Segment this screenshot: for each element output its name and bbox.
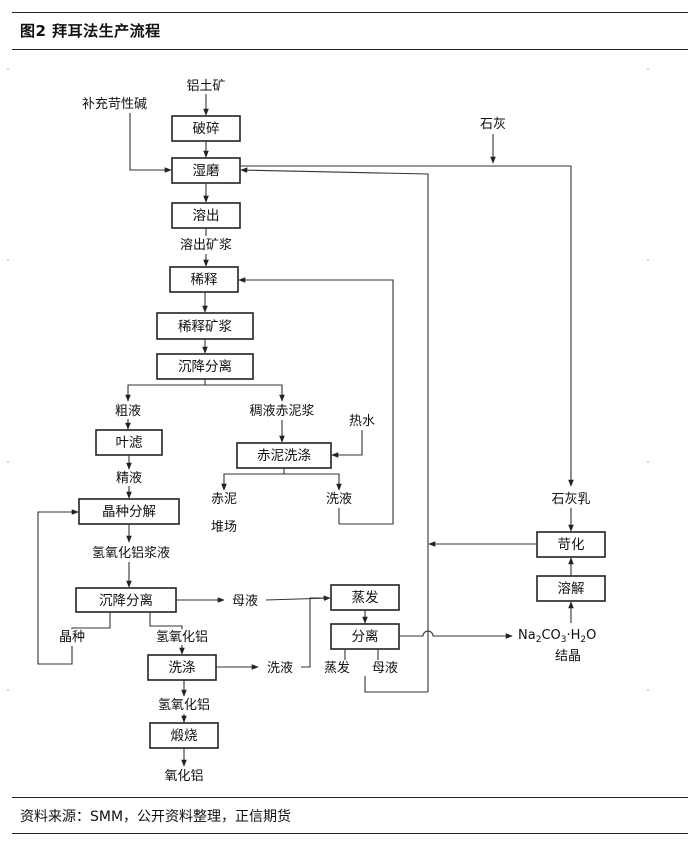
label-chouye-chini: 稠液赤泥浆 [249,404,314,419]
label-qinghua-lvjiangye: 氢氧化铝浆液 [92,546,170,561]
line-to-jingzhong [71,612,111,629]
box-xishi-label: 稀释 [191,272,218,288]
flow-connectors [37,94,574,767]
box-chini-xidi: 赤泥洗涤 [236,442,332,469]
arrow-to-chouye [205,384,285,402]
label-jingye: 精液 [116,471,142,486]
box-xishi-kuangjiang-label: 稀释矿浆 [178,319,232,335]
label-xiye-2: 洗液 [267,661,293,676]
label-buchong: 补充苛性碱 [82,96,147,112]
box-chenjiang-1: 沉降分离 [156,353,254,380]
bottom-rule [12,833,688,834]
box-chenjiang-1-label: 沉降分离 [178,358,232,375]
box-zhengfa-label: 蒸发 [352,590,379,606]
box-rongchu-label: 溶出 [193,208,220,224]
box-shimo: 湿磨 [171,157,241,184]
label-muye-2: 母液 [372,661,398,676]
title-rule [12,49,688,50]
box-chenjiang-2: 沉降分离 [75,587,177,613]
label-rongchu-kuangjiang: 溶出矿浆 [180,238,232,253]
box-fenli-label: 分离 [352,628,379,645]
box-jingzhong-fenjie-label: 晶种分解 [102,504,156,520]
label-shihuiru: 石灰乳 [551,492,590,507]
box-xidi-label: 洗涤 [169,660,196,676]
source-note: 资料来源：SMM，公开资料整理，正信期货 [20,809,292,825]
box-duanshao: 煅烧 [149,722,219,749]
box-rongjie: 溶解 [536,575,606,602]
label-yanghualv: 氧化铝 [164,769,203,784]
scan-dots [7,68,649,691]
label-jingzhong: 晶种 [59,630,85,645]
arrow-seed-recycle [37,509,79,665]
label-lvtukuang: 铝土矿 [186,79,225,94]
arrow-to-cuye [125,379,206,402]
box-rongchu: 溶出 [171,202,241,229]
box-kehua-label: 苛化 [558,537,585,553]
figure-title: 图2 拜耳法生产流程 [20,22,161,40]
flow-labels: 铝土矿 补充苛性碱 石灰 溶出矿浆 粗液 稠液赤泥浆 热水 精液 赤泥 堆场 洗… [59,79,596,784]
arrow-wash-to-xishi [238,277,394,525]
box-xishi: 稀释 [169,266,239,293]
top-rule [12,12,688,13]
box-fenli: 分离 [330,623,400,650]
arrow-caustic-to-shimo [129,113,172,173]
arrow-to-chini [221,468,285,491]
box-chini-xidi-label: 赤泥洗涤 [257,448,311,464]
box-rongjie-label: 溶解 [558,581,585,597]
label-muye-1: 母液 [232,594,258,609]
box-jingzhong-fenjie: 晶种分解 [78,498,180,525]
box-yelv: 叶滤 [95,429,163,456]
arrow-hotwater-in [331,430,363,458]
source-rule [12,797,688,798]
box-yelv-label: 叶滤 [116,435,143,451]
label-reshui: 热水 [349,414,375,429]
label-xiye-1: 洗液 [326,492,352,507]
line-muye-return [364,676,428,693]
label-shihui: 石灰 [480,117,506,132]
label-qinghualv-1: 氢氧化铝 [156,630,208,645]
label-chini: 赤泥 [211,492,237,507]
arrow-fenli-to-na2co3 [399,630,513,639]
arrow-return-to-shimo [240,167,429,692]
label-zhengfa-side: 蒸发 [324,660,350,676]
arrow-to-xiye [284,473,342,491]
box-kehua: 苛化 [536,531,606,558]
box-chenjiang-2-label: 沉降分离 [99,592,153,609]
line-xiye-to-zhengfa [301,597,330,668]
box-xidi: 洗涤 [147,654,217,681]
label-na2co3-h2o: Na2CO3·H2O [518,628,596,645]
box-duanshao-label: 煅烧 [171,728,198,744]
arrow-lime-milk-line [241,165,574,487]
box-zhengfa: 蒸发 [330,584,400,611]
box-shimo-label: 湿磨 [193,163,220,179]
label-jiejing: 结晶 [555,649,581,664]
label-qinghualv-2: 氢氧化铝 [158,698,210,713]
box-xishi-kuangjiang: 稀释矿浆 [156,312,254,340]
line-to-hydrate [149,612,183,629]
box-posui-label: 破碎 [193,121,220,137]
label-cuye: 粗液 [115,404,141,419]
box-posui: 破碎 [171,115,241,142]
label-duichang: 堆场 [211,520,237,535]
